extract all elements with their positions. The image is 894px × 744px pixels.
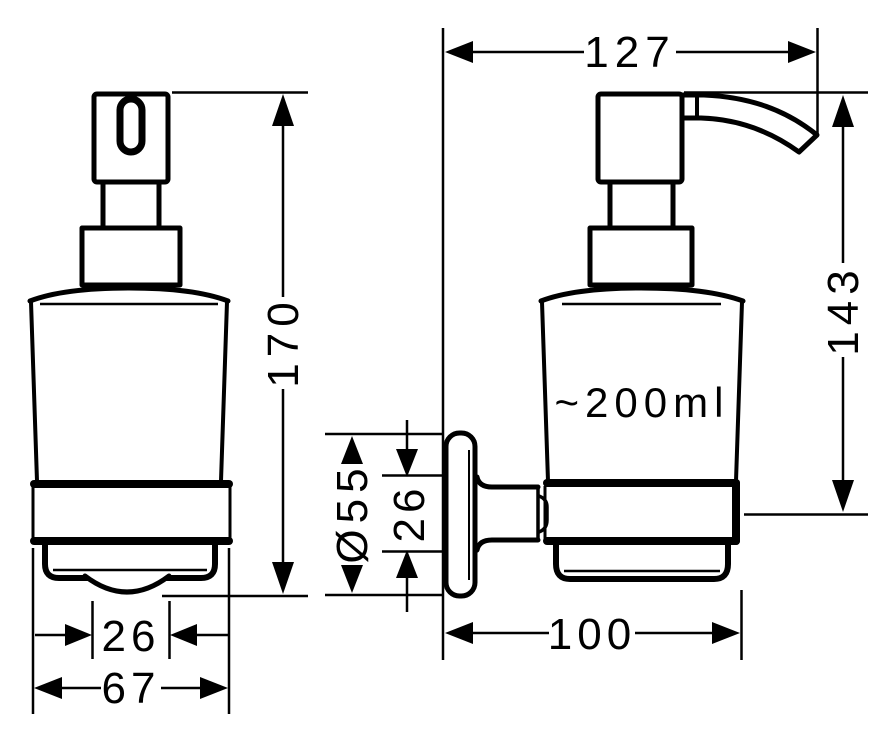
arrow-left-icon xyxy=(445,622,473,644)
dim-backplate-diameter: Ø55 xyxy=(325,432,444,597)
front-bottle-side-left xyxy=(29,300,39,483)
arrow-left-icon xyxy=(170,624,197,646)
arrow-up-icon xyxy=(341,436,363,464)
front-pump-head xyxy=(91,91,171,185)
side-holder-ring-front-edge xyxy=(732,479,740,545)
arrow-left-icon xyxy=(445,41,473,63)
arrow-down-icon xyxy=(832,480,854,512)
dim-total-height: 170 xyxy=(162,91,308,598)
front-pump-neck xyxy=(100,179,162,231)
wall-backplate xyxy=(443,430,478,599)
front-bottle-side-right xyxy=(219,300,229,483)
side-bottle-side-left xyxy=(540,300,550,483)
dim-depth-to-holder: 100 xyxy=(445,590,743,660)
dim-backplate-diameter-label: Ø55 xyxy=(328,462,377,563)
side-view: ~200ml xyxy=(441,28,820,660)
dim-body-width-label: 67 xyxy=(102,664,161,713)
side-pump-collar xyxy=(587,225,695,288)
mount-arm-connector xyxy=(537,494,549,534)
arrow-up-icon xyxy=(272,94,294,126)
arrow-right-icon xyxy=(788,41,816,63)
dim-total-height-label: 170 xyxy=(259,296,308,387)
capacity-label: ~200ml xyxy=(555,379,730,426)
side-bottle-shoulder xyxy=(538,285,746,304)
front-pump-slot xyxy=(116,95,146,156)
side-holder-ring-bottom-edge xyxy=(543,537,740,545)
arrow-right-icon xyxy=(65,624,92,646)
front-holder-ring-top-edge xyxy=(30,480,233,488)
arrow-right-icon xyxy=(200,677,228,699)
dim-total-depth: 127 xyxy=(445,28,819,136)
dimensions: 170 26 67 127 xyxy=(31,28,868,714)
dim-height-to-holder-label: 143 xyxy=(819,264,868,355)
front-holder-ring-bottom-edge xyxy=(30,537,233,545)
side-pump-head xyxy=(595,91,685,185)
front-pump-collar xyxy=(79,225,183,288)
arrow-up-icon xyxy=(832,95,854,127)
dim-body-width: 67 xyxy=(31,548,231,714)
side-pump-neck xyxy=(607,179,676,231)
dim-pump-head-width: 26 xyxy=(35,601,229,661)
arrow-down-icon xyxy=(341,565,363,593)
side-bottle-side-right xyxy=(734,300,744,483)
dim-arm-diameter: 26 xyxy=(382,420,443,612)
dim-height-to-holder: 143 xyxy=(684,91,868,516)
dim-arm-diameter-label: 26 xyxy=(385,484,434,543)
arrow-left-icon xyxy=(34,677,62,699)
mount-arm-top xyxy=(474,474,541,490)
dim-total-depth-label: 127 xyxy=(584,28,675,77)
mount-arm-bottom xyxy=(474,537,541,553)
front-view xyxy=(27,91,233,595)
side-bottle-base xyxy=(553,542,731,582)
arrow-down-icon xyxy=(272,562,294,594)
arrow-right-icon xyxy=(712,622,740,644)
arrow-up-icon xyxy=(396,550,418,578)
arrow-down-icon xyxy=(396,449,418,477)
dim-pump-head-width-label: 26 xyxy=(102,612,161,661)
side-holder-ring-top-edge xyxy=(543,479,740,487)
front-base-dome xyxy=(82,573,172,595)
front-bottle-shoulder xyxy=(27,285,231,304)
dim-depth-to-holder-label: 100 xyxy=(548,610,636,659)
side-pump-spout xyxy=(677,92,820,155)
